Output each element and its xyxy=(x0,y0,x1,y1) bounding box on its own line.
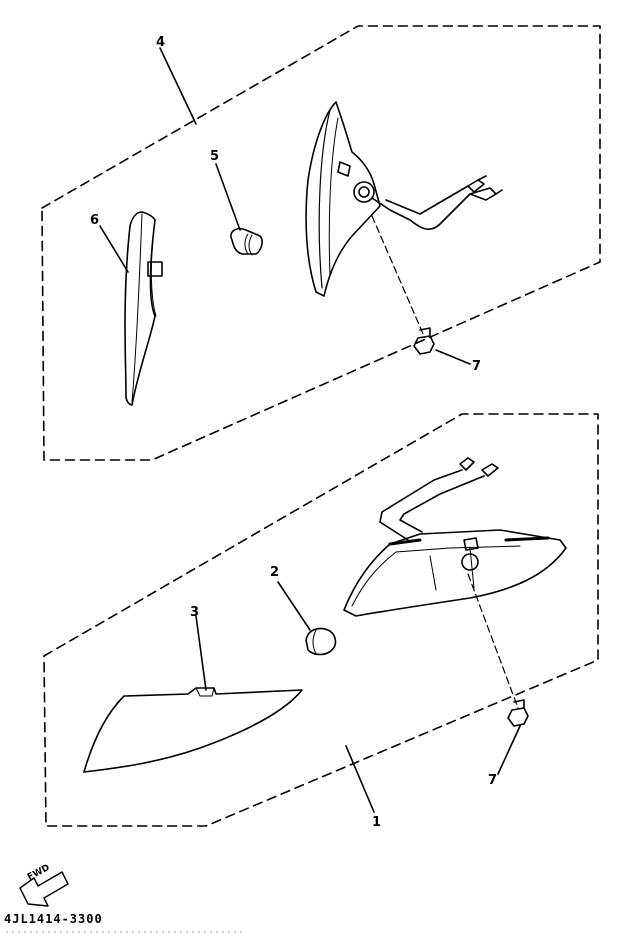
bulb-part-5 xyxy=(230,227,263,256)
callout-5: 5 xyxy=(210,149,220,164)
bulb-part-2 xyxy=(305,627,337,656)
callout-7-upper: 7 xyxy=(472,359,482,374)
leader-6 xyxy=(99,225,129,273)
leader-3 xyxy=(195,615,207,691)
callout-7-lower: 7 xyxy=(488,773,498,788)
leader-2 xyxy=(277,581,311,631)
leader-5 xyxy=(215,163,241,231)
lens-part-6 xyxy=(124,211,163,406)
lamp-housing-lower xyxy=(343,457,567,617)
callout-4: 4 xyxy=(156,35,166,50)
leader-7-lower xyxy=(497,725,521,775)
leader-1 xyxy=(345,745,375,813)
fwd-arrow-icon xyxy=(19,871,69,907)
screw-axis-upper xyxy=(371,215,425,337)
callout-6: 6 xyxy=(90,213,100,228)
lamp-housing-upper xyxy=(305,101,503,297)
screw-part-7-lower xyxy=(507,699,529,727)
callout-2: 2 xyxy=(270,565,280,580)
callout-3: 3 xyxy=(190,605,200,620)
assembly-4-outline xyxy=(41,25,601,461)
screw-part-7-upper xyxy=(413,327,435,355)
lens-part-3 xyxy=(83,687,303,773)
leader-7-upper xyxy=(435,349,471,365)
callout-1: 1 xyxy=(372,815,382,830)
part-number: 4JL1414-3300 xyxy=(4,912,103,926)
screw-axis-lower xyxy=(467,573,519,709)
print-noise xyxy=(4,930,244,934)
assembly-1-outline xyxy=(43,413,599,827)
leader-4 xyxy=(159,47,197,125)
